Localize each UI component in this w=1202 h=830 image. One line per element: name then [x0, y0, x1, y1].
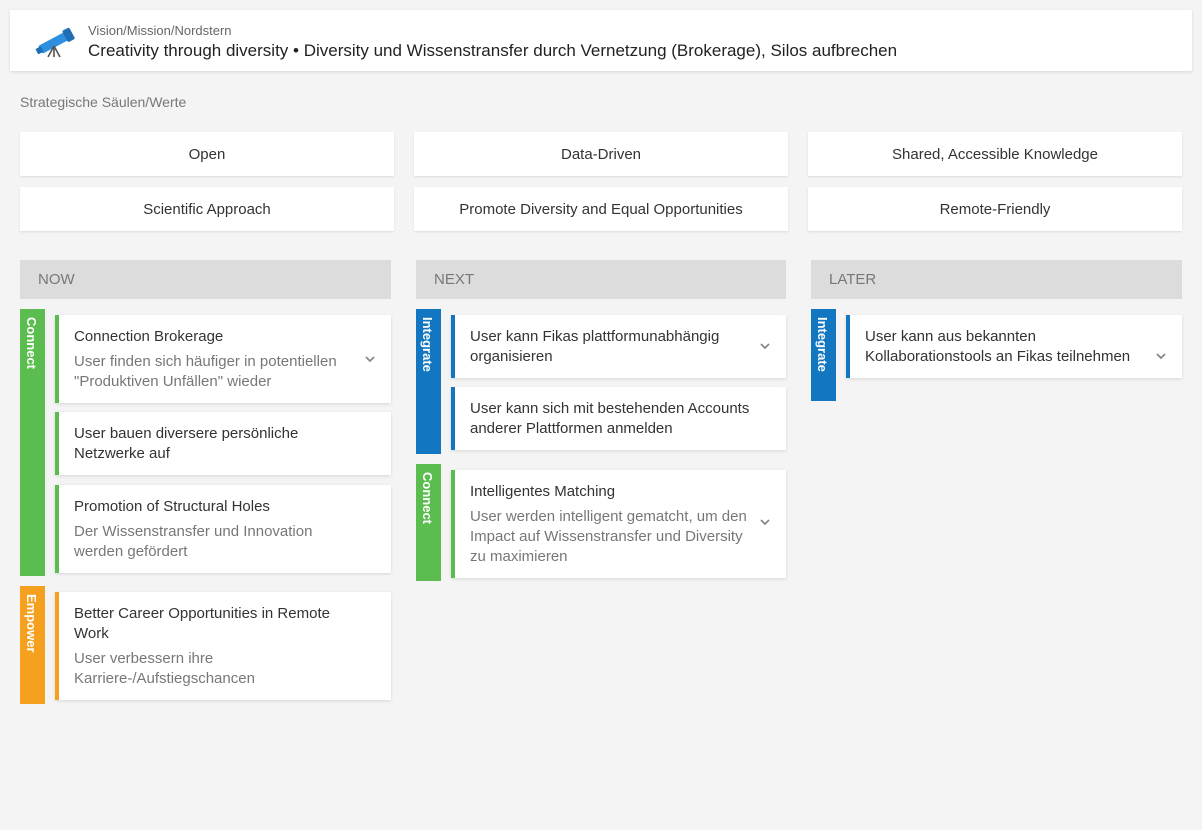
- card-accent-bar: [55, 315, 59, 403]
- telescope-icon: [35, 27, 75, 58]
- lane-label: Empower: [24, 594, 39, 653]
- card-accent-bar: [451, 387, 455, 450]
- lane-connect-now: Connect: [20, 309, 45, 576]
- card-structural-holes[interactable]: Promotion of Structural Holes Der Wissen…: [55, 485, 391, 573]
- card-title: Promotion of Structural Holes: [74, 498, 270, 515]
- card-diverse-networks[interactable]: User bauen diversere persönliche Netzwer…: [55, 412, 391, 475]
- lane-empower-now: Empower: [20, 586, 45, 704]
- chevron-down-icon[interactable]: [363, 354, 377, 364]
- card-career-opportunities[interactable]: Better Career Opportunities in Remote Wo…: [55, 592, 391, 700]
- lane-label: Connect: [24, 317, 39, 369]
- chevron-down-icon[interactable]: [1154, 351, 1168, 361]
- page-title: Creativity through diversity • Diversity…: [88, 41, 898, 60]
- value-card-data-driven[interactable]: Data-Driven: [414, 132, 788, 176]
- lane-integrate-later: Integrate: [811, 309, 836, 401]
- card-collaboration-tools[interactable]: User kann aus bekannten Kollaborationsto…: [846, 315, 1182, 378]
- card-accent-bar: [55, 412, 59, 475]
- vision-header: Vision/Mission/Nordstern Creativity thro…: [10, 10, 1192, 71]
- card-description: Der Wissenstransfer und Innovation werde…: [74, 523, 313, 560]
- lane-label: Integrate: [420, 317, 435, 372]
- card-title: Better Career Opportunities in Remote Wo…: [74, 605, 330, 642]
- card-title: User kann aus bekannten Kollaborationsto…: [865, 328, 1131, 365]
- card-description: User finden sich häufiger in potentielle…: [74, 353, 337, 390]
- card-title: User bauen diversere persönliche Netzwer…: [74, 425, 299, 462]
- value-card-open[interactable]: Open: [20, 132, 394, 176]
- column-header-later: LATER: [811, 260, 1182, 299]
- card-accent-bar: [846, 315, 850, 378]
- column-header-now: NOW: [20, 260, 391, 299]
- card-platform-independent[interactable]: User kann Fikas plattformunabhängig orga…: [451, 315, 786, 378]
- value-card-remote-friendly[interactable]: Remote-Friendly: [808, 187, 1182, 231]
- lane-connect-next: Connect: [416, 464, 441, 581]
- values-section-label: Strategische Säulen/Werte: [20, 94, 187, 110]
- card-title: Intelligentes Matching: [470, 483, 616, 500]
- lane-label: Integrate: [815, 317, 830, 372]
- card-accent-bar: [55, 485, 59, 573]
- card-accent-bar: [451, 315, 455, 378]
- card-title: User kann Fikas plattformunabhängig orga…: [470, 328, 720, 365]
- card-intelligent-matching[interactable]: Intelligentes Matching User werden intel…: [451, 470, 786, 578]
- card-title: Connection Brokerage: [74, 328, 224, 345]
- value-card-diversity[interactable]: Promote Diversity and Equal Opportunitie…: [414, 187, 788, 231]
- card-description: User verbessern ihre Karriere-/Aufstiegs…: [74, 650, 255, 687]
- header-kicker: Vision/Mission/Nordstern: [88, 23, 232, 38]
- card-existing-accounts[interactable]: User kann sich mit bestehenden Accounts …: [451, 387, 786, 450]
- column-header-next: NEXT: [416, 260, 786, 299]
- value-card-shared-knowledge[interactable]: Shared, Accessible Knowledge: [808, 132, 1182, 176]
- chevron-down-icon[interactable]: [758, 517, 772, 527]
- card-accent-bar: [451, 470, 455, 578]
- lane-label: Connect: [420, 472, 435, 524]
- card-description: User werden intelligent gematcht, um den…: [470, 508, 747, 565]
- card-accent-bar: [55, 592, 59, 700]
- lane-integrate-next: Integrate: [416, 309, 441, 454]
- chevron-down-icon[interactable]: [758, 341, 772, 351]
- value-card-scientific-approach[interactable]: Scientific Approach: [20, 187, 394, 231]
- card-title: User kann sich mit bestehenden Accounts …: [470, 400, 750, 437]
- card-connection-brokerage[interactable]: Connection Brokerage User finden sich hä…: [55, 315, 391, 403]
